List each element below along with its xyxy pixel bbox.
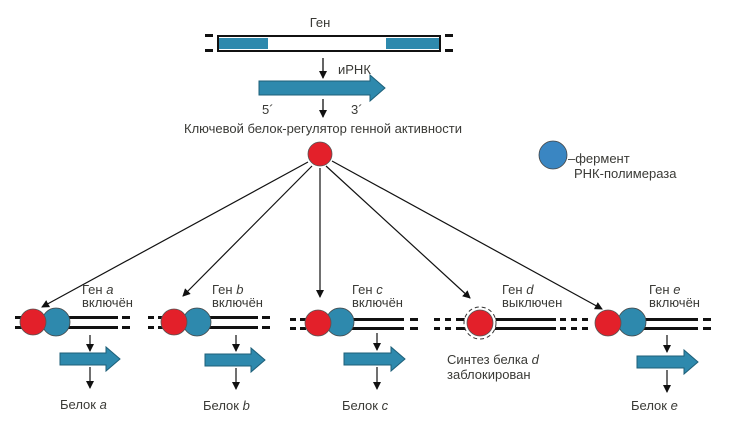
gene-letter: d (526, 282, 534, 297)
dna-dash-left (571, 318, 588, 330)
five-prime-label: 5´ (262, 102, 274, 117)
gene-dashed-end-right (445, 34, 453, 52)
blocked-label-2: заблокирован (447, 367, 531, 382)
gene-letter: e (673, 282, 680, 297)
gene-strand (217, 35, 441, 52)
blocked-letter: d (532, 352, 540, 367)
mrna-label: иРНК (338, 62, 371, 77)
gene-status: включён (352, 295, 403, 310)
mrna-arrow (636, 348, 699, 376)
regulator-protein-bound (594, 309, 622, 337)
dna-dash-left (434, 318, 451, 330)
gene-c: Ген c включён Белок c (290, 282, 418, 413)
legend-line-2: РНК-полимераза (574, 166, 677, 181)
gene-letter: b (236, 282, 243, 297)
dna-strand-bottom (456, 327, 556, 330)
protein-letter: c (382, 398, 389, 413)
blocked-label: Синтез белка (447, 352, 532, 367)
mrna-arrow (343, 345, 406, 373)
protein-letter: e (671, 398, 678, 413)
gene-status: включён (649, 295, 700, 310)
svg-text:Синтез белка d: Синтез белка d (447, 352, 540, 367)
three-prime-label: 3´ (351, 102, 363, 117)
dna-dash-left (15, 316, 23, 329)
gene-region-right (386, 38, 439, 49)
dna-dash-right (703, 318, 711, 330)
gene-title: Ген (352, 282, 376, 297)
dna-dash-left (290, 318, 306, 330)
dna-dash-right (122, 316, 130, 329)
gene-status: включён (82, 295, 133, 310)
protein-label: Белок (342, 398, 382, 413)
gene-region-left (219, 38, 268, 49)
regulator-label: Ключевой белок-регулятор генной активнос… (184, 121, 462, 136)
protein-letter: a (100, 397, 107, 412)
dna-strand-top (340, 318, 404, 321)
gene-a: Ген a включён Белок a (15, 282, 133, 412)
gene-e: Ген e включён Белок e (571, 282, 711, 413)
dna-strand-top (456, 318, 556, 321)
polymerase-legend-icon (538, 140, 568, 170)
svg-text:Ген d: Ген d (502, 282, 534, 297)
gene-title: Ген (649, 282, 673, 297)
gene-letter: c (376, 282, 383, 297)
protein-label: Белок (631, 398, 671, 413)
dna-strand-bottom (642, 327, 698, 330)
mrna-arrow (258, 73, 386, 103)
gene-label: Ген (310, 15, 331, 30)
gene-title: Ген (212, 282, 236, 297)
dna-strand-bottom (340, 327, 404, 330)
dna-dash-left (148, 316, 164, 329)
dna-strand-top (200, 316, 258, 319)
top-gene: Ген (205, 15, 453, 52)
legend: –фермент РНК-полимераза (538, 140, 677, 181)
rna-polymerase (617, 307, 647, 337)
regulator-protein-bound (466, 309, 494, 337)
mrna-arrow (59, 345, 121, 373)
gene-letter: a (106, 282, 113, 297)
arrow-to-gene-b (182, 165, 313, 297)
regulator-protein-bound (160, 308, 188, 336)
svg-text:Ген c: Ген c (352, 282, 383, 297)
arrow-to-gene-a (41, 161, 309, 308)
dna-strand-top (60, 316, 118, 319)
regulator-protein-bound (304, 309, 332, 337)
svg-text:Белок e: Белок e (631, 398, 678, 413)
dna-strand-bottom (200, 326, 258, 329)
svg-text:Белок a: Белок a (60, 397, 107, 412)
dna-dash-right (410, 318, 418, 330)
protein-letter: b (243, 398, 250, 413)
gene-status: включён (212, 295, 263, 310)
legend-line-1: –фермент (568, 151, 630, 166)
gene-status: выключен (502, 295, 562, 310)
svg-text:Белок b: Белок b (203, 398, 250, 413)
regulator-arrows (41, 160, 603, 310)
svg-text:Ген e: Ген e (649, 282, 680, 297)
gene-d: Ген d выключен Синтез белка d заблокиров… (434, 282, 566, 382)
dna-dash-right (560, 318, 566, 330)
mrna-arrow (204, 346, 266, 374)
regulator-protein (307, 141, 333, 167)
svg-text:Ген a: Ген a (82, 282, 113, 297)
protein-label: Белок (203, 398, 243, 413)
protein-label: Белок (60, 397, 100, 412)
svg-text:Ген b: Ген b (212, 282, 243, 297)
dna-dash-right (262, 316, 270, 329)
svg-text:Белок c: Белок c (342, 398, 389, 413)
gene-b: Ген b включён Белок b (148, 282, 270, 413)
dna-strand-bottom (60, 326, 118, 329)
regulator-protein-bound (19, 308, 47, 336)
arrow-to-gene-d (325, 165, 471, 299)
gene-title: Ген (82, 282, 106, 297)
gene-dashed-end-left (205, 34, 213, 52)
arrow-to-gene-e (331, 160, 603, 310)
dna-strand-top (642, 318, 698, 321)
gene-title: Ген (502, 282, 526, 297)
